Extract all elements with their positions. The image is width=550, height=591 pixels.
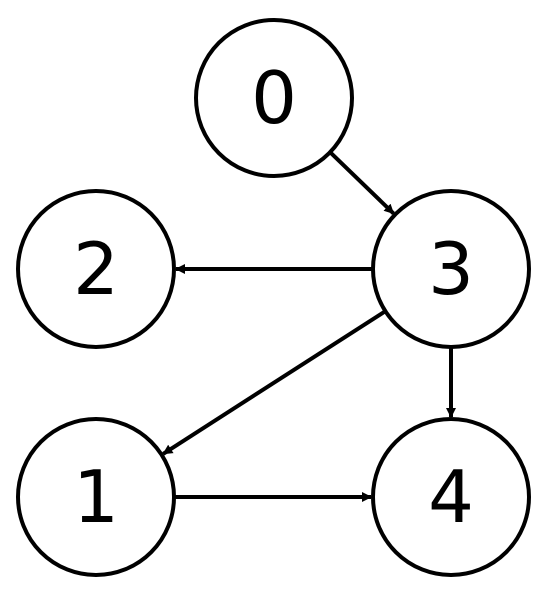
- node-1: 1: [16, 417, 176, 577]
- node-4: 4: [371, 417, 531, 577]
- edge-3-to-1-arrow: [162, 309, 387, 456]
- node-2-label: 2: [73, 227, 119, 311]
- node-2-circle: [16, 189, 176, 349]
- node-3-circle: [371, 189, 531, 349]
- node-3: 3: [371, 189, 531, 349]
- node-1-label: 1: [73, 455, 119, 539]
- node-0-label: 0: [251, 56, 297, 140]
- node-3-label: 3: [428, 227, 474, 311]
- node-4-circle: [371, 417, 531, 577]
- node-0: 0: [194, 18, 354, 178]
- edge-0-to-3-arrow: [328, 150, 395, 215]
- node-2: 2: [16, 189, 176, 349]
- node-1-circle: [16, 417, 176, 577]
- node-0-circle: [194, 18, 354, 178]
- edges: [162, 150, 456, 502]
- node-4-label: 4: [428, 455, 474, 539]
